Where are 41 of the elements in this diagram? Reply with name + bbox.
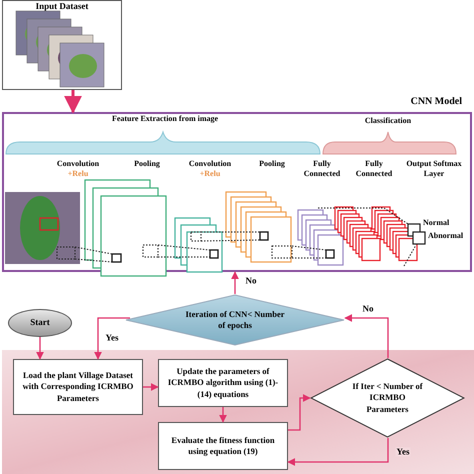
- layer-label: Fully Connected: [302, 159, 342, 178]
- layer-label: Classification: [364, 116, 412, 126]
- decision-text: If Iter < Number of ICRMBO Parameters: [352, 381, 424, 415]
- arrow: [36, 337, 44, 360]
- edge-label: No: [244, 276, 258, 286]
- decision-text: Iteration of CNN< Number of epochs: [184, 308, 286, 332]
- arrow: [231, 271, 239, 294]
- panel-heading: CNN Model: [410, 95, 462, 109]
- start-text: Start: [30, 316, 50, 330]
- layer-label: Output Softmax Layer: [405, 159, 463, 178]
- layer-label: Fully Connected: [354, 159, 394, 178]
- layer-label: Abnormal: [428, 231, 464, 241]
- layer-label: Convolution: [188, 159, 232, 169]
- panel-heading: Input Dataset: [34, 2, 90, 11]
- arrow: [344, 314, 389, 358]
- layer-label: Normal: [423, 218, 450, 228]
- arrow: [94, 317, 130, 360]
- process-text: Update the parameters of ICRMBO algorithm using (1)-(14) equations: [166, 366, 280, 400]
- process-box: [13, 359, 143, 415]
- decision-diamond: [310, 358, 465, 438]
- decision-diamond: [125, 294, 345, 346]
- arrow: [288, 394, 311, 431]
- process-background-band: [2, 350, 474, 474]
- process-text: Load the plant Village Dataset with Corresponding ICRMBO Parameters: [22, 370, 134, 404]
- process-text: Evaluate the fitness function using equation (19): [170, 434, 276, 458]
- layer-label: Convolution: [56, 159, 100, 169]
- layer-label: Feature Extraction from image: [110, 114, 220, 124]
- layer-label: Pooling: [133, 159, 161, 169]
- edge-label: No: [362, 304, 374, 314]
- process-box: [158, 359, 288, 407]
- arrow: [287, 438, 389, 466]
- arrow: [64, 90, 82, 114]
- layer-label: +Relu: [66, 169, 90, 179]
- layer-label: Pooling: [258, 159, 286, 169]
- edge-label: Yes: [396, 448, 410, 456]
- input-dataset-panel: [2, 0, 122, 90]
- edge-label: Yes: [104, 334, 120, 342]
- arrow: [219, 407, 227, 423]
- layer-label: +Relu: [198, 169, 222, 179]
- arrow: [143, 383, 159, 391]
- process-box: [158, 422, 288, 470]
